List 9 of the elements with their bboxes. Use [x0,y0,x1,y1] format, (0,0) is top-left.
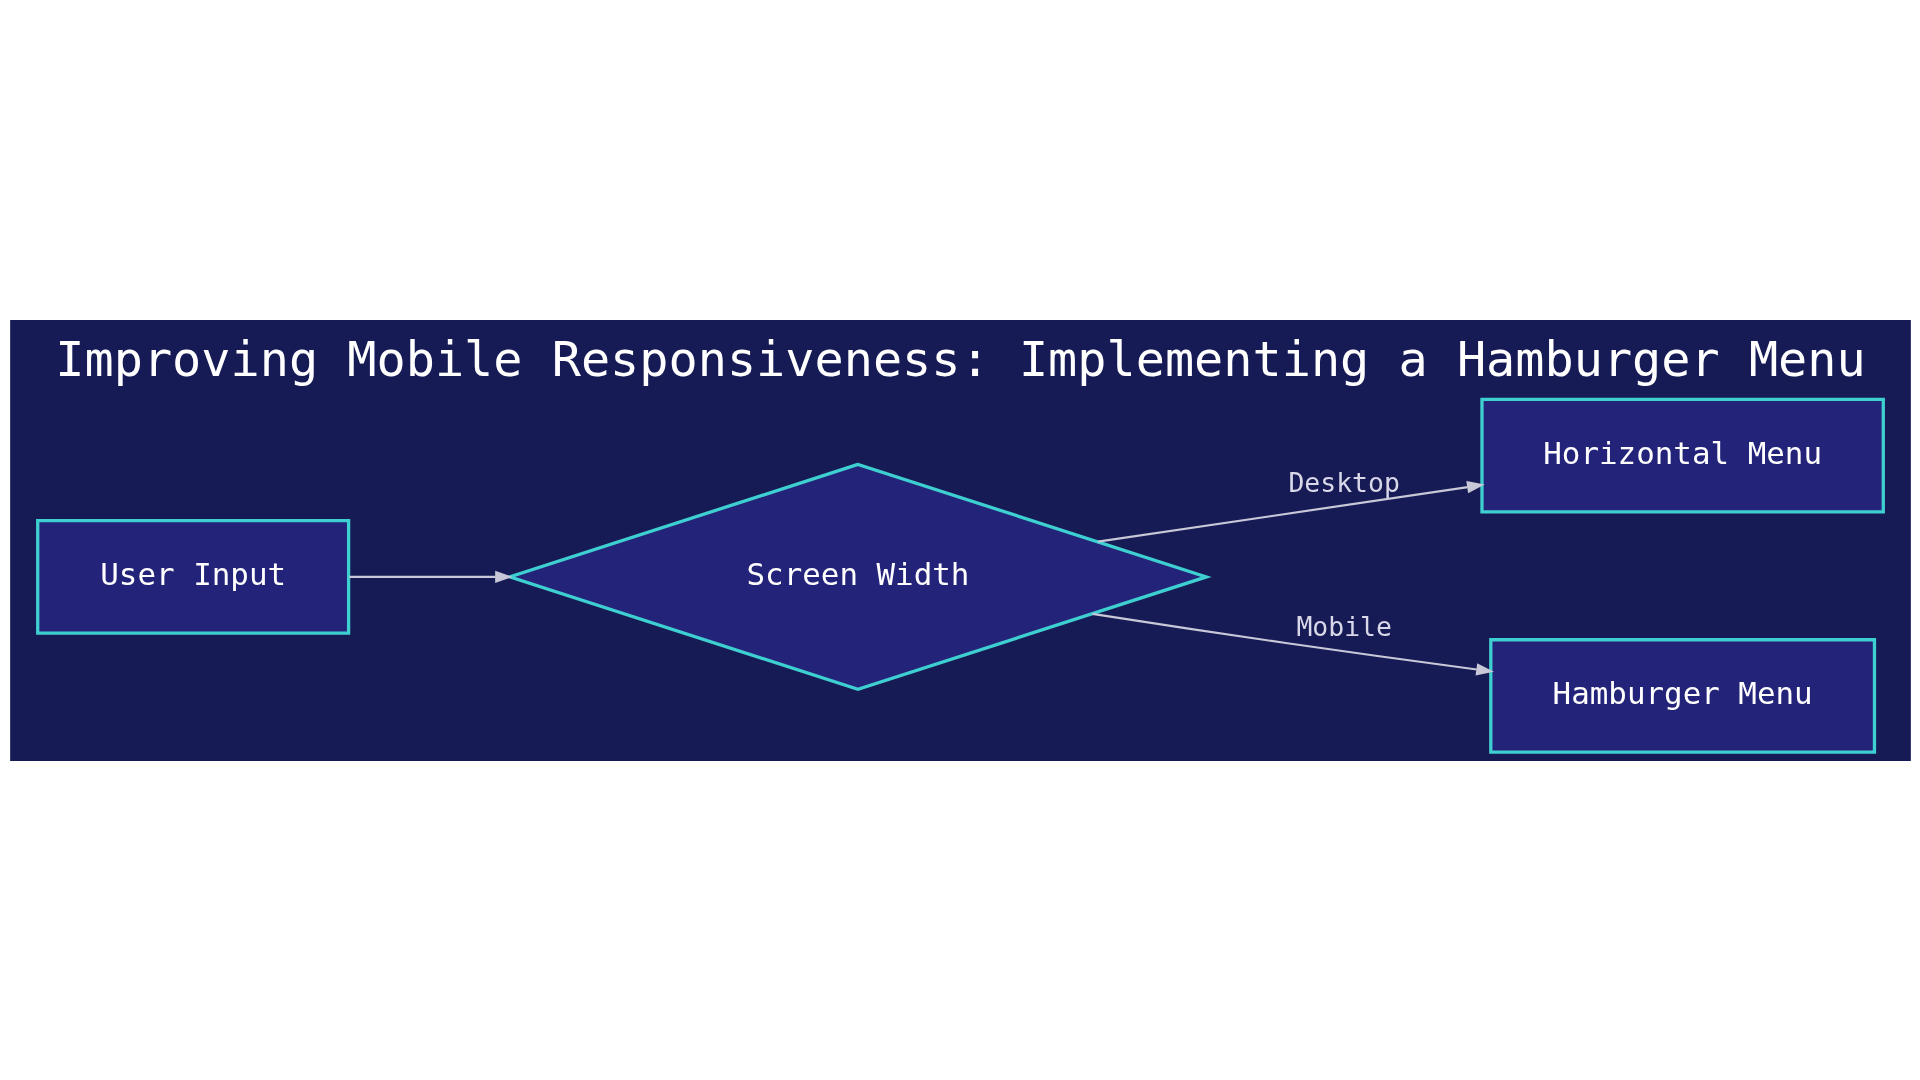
node-box: User Input [35,518,350,635]
edge-label: Mobile [1295,610,1392,642]
arrow [1091,612,1494,676]
node-box: Horizontal Menu [1479,397,1885,513]
diagram-title: Improving Mobile Responsiveness: Implementing a Hamburger Menu [54,330,1866,387]
node-box: Hamburger Menu [1488,637,1876,754]
edge-label: Desktop [1287,466,1400,498]
arrow [348,570,513,583]
arrow [1097,480,1485,543]
